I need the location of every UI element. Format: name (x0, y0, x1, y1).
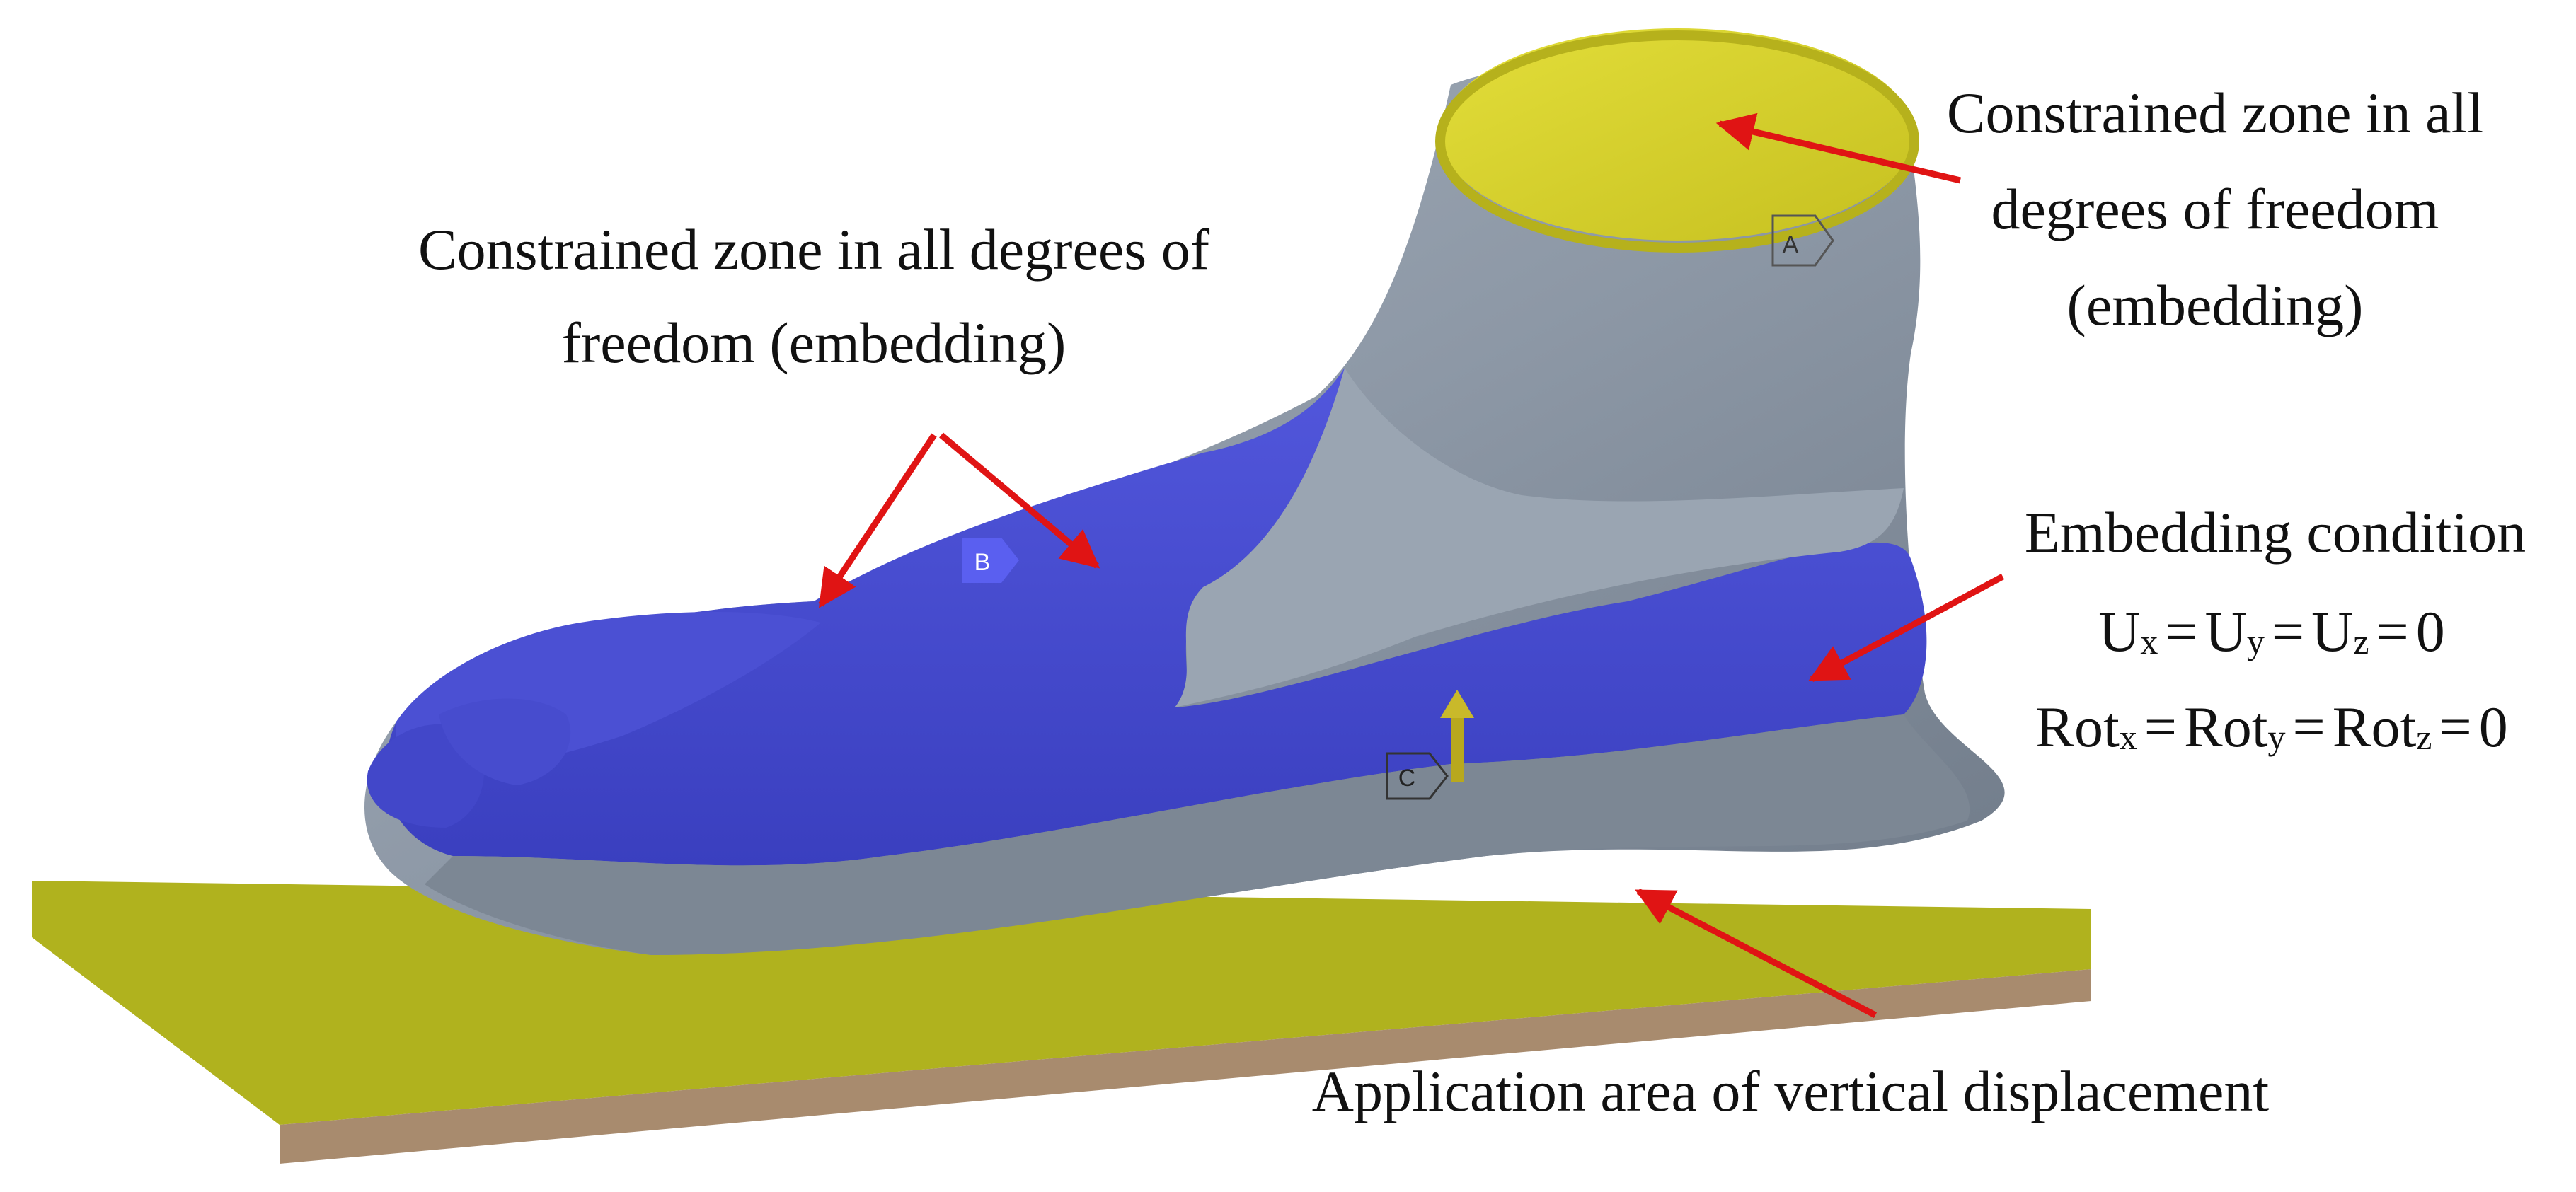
eq-rot-sub-z: z (2416, 717, 2432, 757)
eq-u-value: 0 (2415, 599, 2445, 664)
label-top-right-line-3: (embedding) (2066, 273, 2364, 337)
eq-u-sub-y: y (2246, 622, 2265, 661)
marker-b: B (962, 538, 1019, 583)
arrow-top-cap (1715, 112, 1962, 184)
label-top-left: Constrained zone in all degrees of freed… (354, 216, 1274, 377)
equation-displacement: Ux=Uy=Uz=0 (2098, 599, 2445, 664)
annotation-arrows (818, 112, 2005, 1018)
foot-blue-forefoot (385, 368, 1927, 866)
marker-b-label: B (974, 549, 991, 576)
label-top-left-line-2: freedom (embedding) (561, 311, 1066, 375)
marker-a-label: A (1783, 231, 1799, 258)
arrow-sole (1635, 889, 1878, 1018)
eq-rot-base-2: Rot (2184, 695, 2268, 759)
marker-c-label: C (1398, 765, 1416, 792)
label-top-right: Constrained zone in all degrees of freed… (1911, 79, 2519, 340)
marker-a: A (1771, 214, 1834, 267)
arrow-heel-band (1808, 574, 2005, 682)
marker-c: C (1386, 752, 1449, 800)
eq-rot-base-3: Rot (2332, 695, 2417, 759)
arrow-forefoot (939, 432, 1100, 569)
equation-rotation: Rotx=Roty=Rotz=0 (2035, 695, 2508, 759)
top-constrained-cap (1440, 28, 1914, 241)
label-top-right-line-1: Constrained zone in all (1946, 81, 2484, 145)
arrow-toes (818, 433, 937, 608)
foot-toe-1 (367, 724, 484, 828)
eq-rot-sub-x: x (2119, 717, 2137, 757)
base-plate (32, 881, 2091, 1164)
top-cap-rim (1435, 30, 1919, 253)
label-bottom: Application area of vertical displacemen… (1311, 1059, 2270, 1123)
label-top-right-line-2: degrees of freedom (1991, 177, 2439, 241)
label-embedding-condition: Embedding condition (2024, 500, 2526, 565)
foot-gray-dorsal (1175, 368, 1904, 707)
foot-model (364, 28, 2005, 956)
foot-toe-2 (439, 698, 571, 785)
eq-rot-value: 0 (2478, 695, 2508, 759)
displacement-arrow-icon (1440, 690, 1474, 782)
eq-u-base-1: U (2098, 599, 2141, 664)
eq-rot-base-1: Rot (2035, 695, 2120, 759)
label-top-left-line-1: Constrained zone in all degrees of (418, 217, 1209, 282)
eq-rot-sub-y: y (2267, 717, 2286, 757)
eq-u-sub-x: x (2140, 622, 2158, 661)
eq-u-base-2: U (2204, 599, 2247, 664)
foot-gray-sole (425, 714, 1970, 955)
plate-front-side (280, 969, 2091, 1164)
plate-top-face (32, 881, 2091, 1125)
eq-u-sub-z: z (2353, 622, 2369, 661)
eq-u-base-3: U (2311, 599, 2354, 664)
